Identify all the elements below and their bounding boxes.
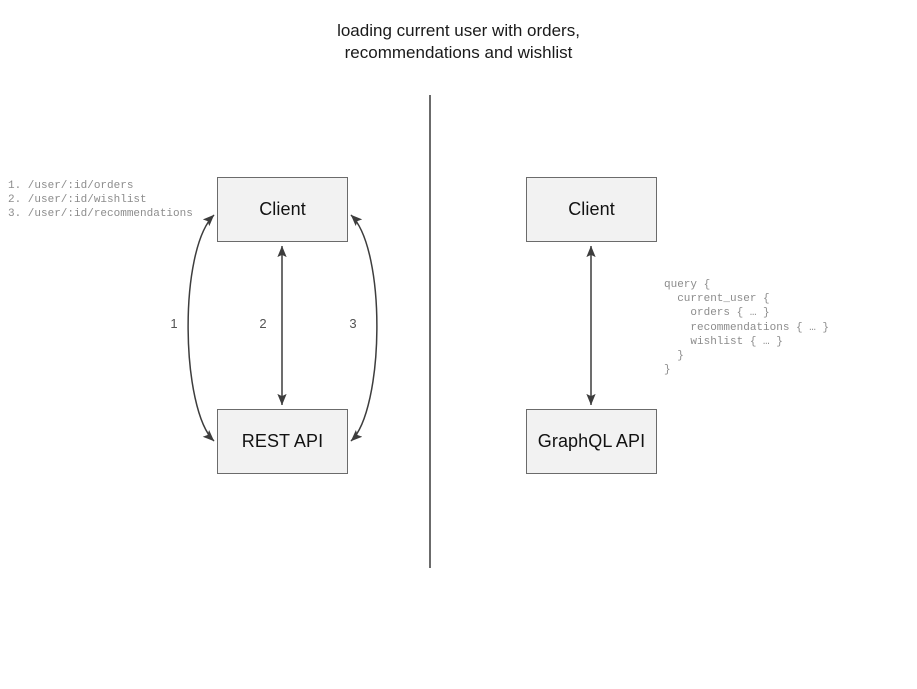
- page-title: loading current user with orders, recomm…: [337, 21, 580, 62]
- graphql-query-block: query { current_user { orders { … } reco…: [664, 279, 830, 377]
- panel-divider: [429, 95, 431, 568]
- node-graphql-api[interactable]: GraphQL API: [526, 409, 657, 474]
- rest-edge-label-1: 1: [170, 316, 178, 331]
- rest-endpoint-list: 1. /user/:id/orders 2. /user/:id/wishlis…: [8, 180, 193, 221]
- rest-edge-label-3: 3: [349, 316, 357, 331]
- rest-edge-1: [187, 214, 215, 442]
- node-client-rest[interactable]: Client: [217, 177, 348, 242]
- node-rest-api[interactable]: REST API: [217, 409, 348, 474]
- rest-edge-label-2: 2: [259, 316, 267, 331]
- node-client-graphql[interactable]: Client: [526, 177, 657, 242]
